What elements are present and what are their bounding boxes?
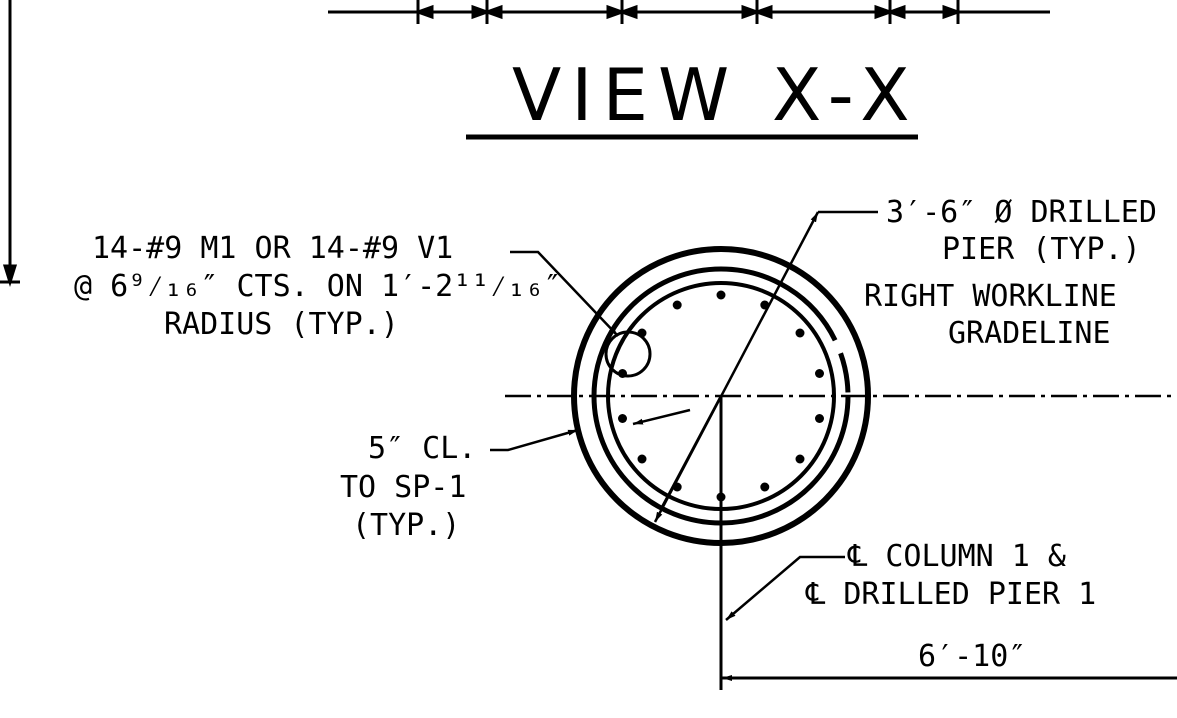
column-label-leader bbox=[725, 555, 845, 621]
rebar-label-line2: @ 6⁹⁄₁₆″ CTS. ON 1′-2¹¹⁄₁₆″ bbox=[74, 269, 562, 304]
pier-label-line2: PIER (TYP.) bbox=[942, 232, 1141, 267]
rebar-dot bbox=[815, 369, 824, 378]
column-label-line1: ℄ COLUMN 1 & bbox=[847, 539, 1066, 574]
rebar-label-line3: RADIUS (TYP.) bbox=[164, 307, 399, 342]
clear-label-line1: 5″ CL. bbox=[368, 431, 476, 466]
clear-cover-arrow bbox=[632, 408, 691, 426]
rebar-label-leader bbox=[510, 250, 619, 337]
clear-label-leader bbox=[490, 428, 579, 452]
rebar-dot bbox=[760, 482, 770, 492]
workline-label: RIGHT WORKLINE bbox=[864, 279, 1117, 314]
left-vertical-leader bbox=[0, 0, 20, 288]
rebar-dot bbox=[716, 290, 726, 300]
rebar-dot bbox=[795, 454, 805, 464]
rebar-dot bbox=[815, 414, 824, 423]
rebar-dot bbox=[795, 328, 805, 338]
radius-line bbox=[660, 395, 723, 508]
rebar-dot bbox=[637, 454, 647, 464]
column-label-line2: ℄ DRILLED PIER 1 bbox=[805, 577, 1096, 612]
clear-label-line3: (TYP.) bbox=[352, 508, 460, 543]
gradeline-label: GRADELINE bbox=[948, 316, 1111, 351]
top-dimension-string bbox=[328, 0, 1050, 24]
pier-label-line1: 3′-6″ Ø DRILLED bbox=[886, 195, 1157, 230]
view-title: VIEW X-X bbox=[512, 53, 920, 137]
clear-label-line2: TO SP-1 bbox=[340, 470, 466, 505]
rebar-dot bbox=[618, 414, 627, 423]
bottom-dimension-label: 6′-10″ bbox=[918, 639, 1026, 674]
rebar-label-line1: 14-#9 M1 OR 14-#9 V1 bbox=[92, 231, 453, 266]
rebar-detail-circle bbox=[604, 330, 652, 378]
rebar-dot bbox=[672, 300, 682, 310]
